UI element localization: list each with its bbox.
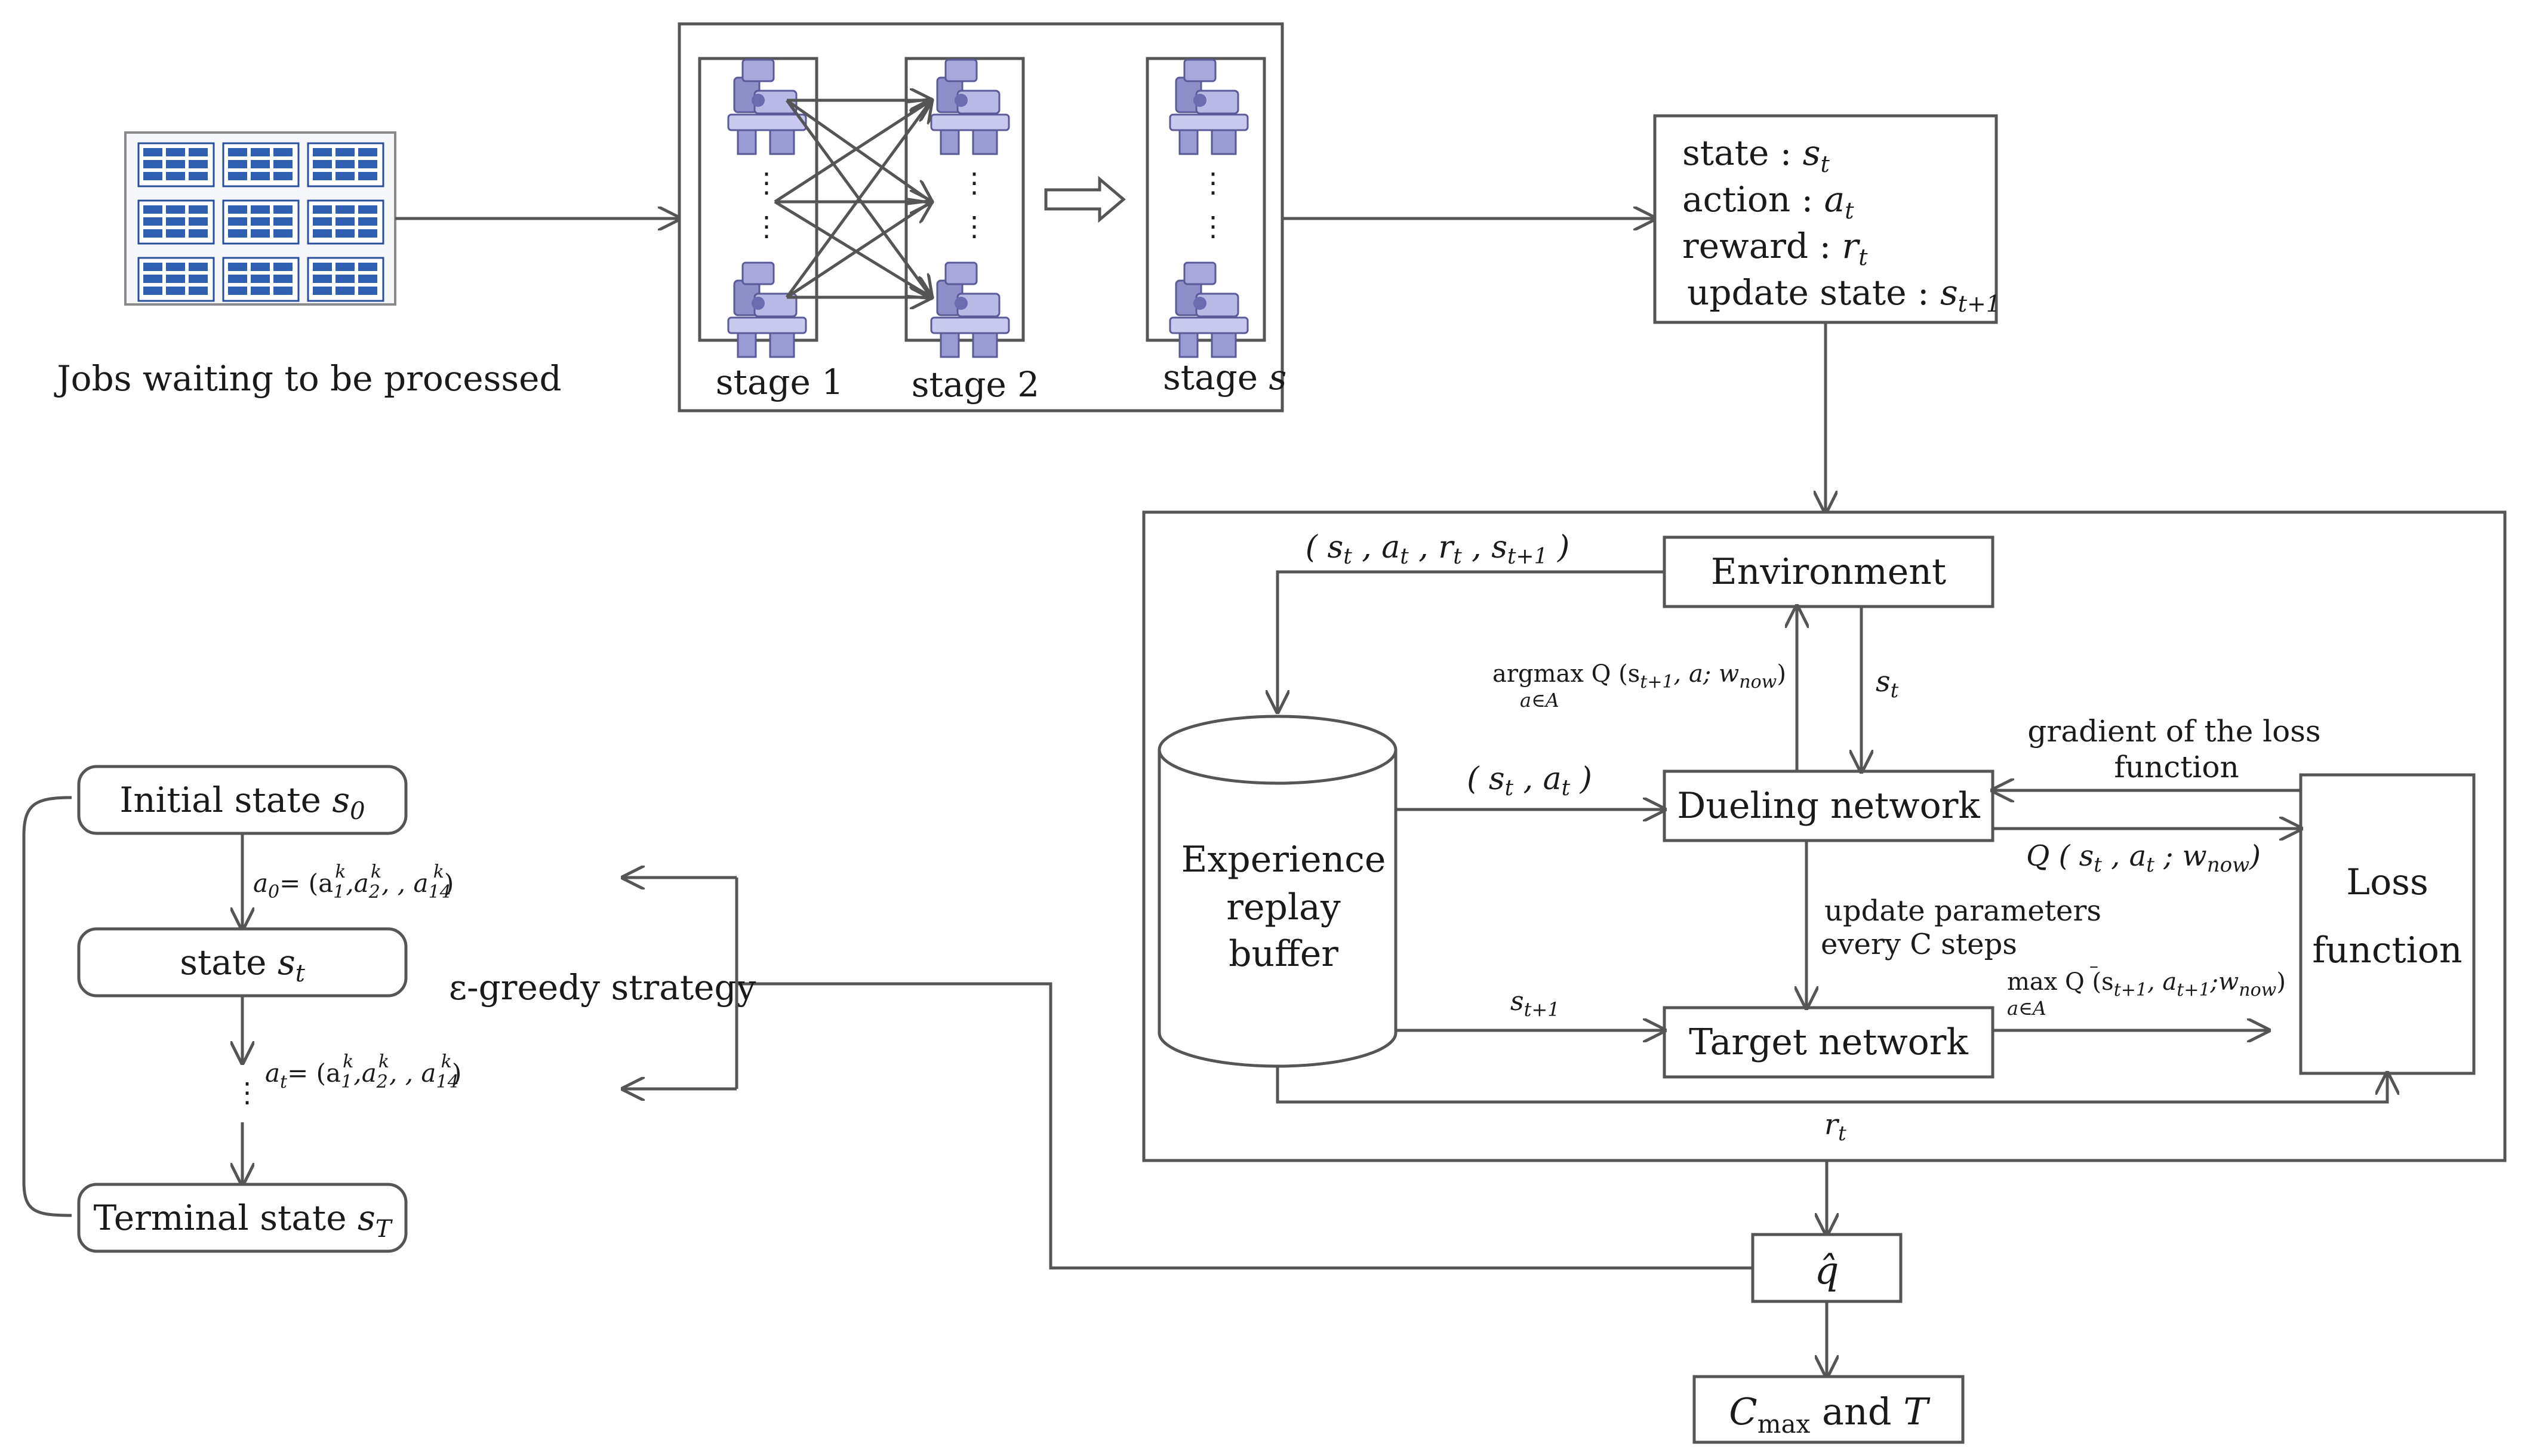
rt-label: rt	[1824, 1108, 1846, 1146]
state-action-label: ( st , at )	[1467, 761, 1592, 801]
stage-2-dots: ⋮	[961, 167, 988, 199]
strategy-label: ε-greedy strategy	[449, 967, 756, 1008]
gradient-label-line1: gradient of the loss	[2027, 714, 2320, 749]
initial-state-label: Initial state s0	[119, 780, 365, 825]
qhat-label: q̂	[1815, 1249, 1839, 1293]
stage-2-label: stage 2	[912, 364, 1039, 405]
jobs-label: Jobs waiting to be processed	[54, 358, 561, 399]
stage-s-dots: ⋮	[1199, 210, 1227, 242]
at-label: at= (a1k,a2k, , a14k)	[265, 1051, 461, 1092]
stage-s-dots: ⋮	[1199, 167, 1227, 199]
mdp-box	[1653, 114, 1998, 324]
buffer-label-line2: replay	[1226, 886, 1341, 928]
terminal-state-label: Terminal state sT	[94, 1198, 393, 1243]
mdp-update-state: update state : st+1	[1687, 272, 2000, 317]
max-label: max Q (st+1, at+1;wnow)	[2007, 968, 2286, 1001]
buffer-label-line1: Experience	[1181, 839, 1386, 881]
hollow-right-arrow-icon	[1044, 176, 1126, 223]
a0-label: a0= (a1k,a2k, , a14k)	[253, 861, 454, 903]
stage-s-label: stage s	[1163, 357, 1286, 398]
terminal-state-box	[77, 1183, 408, 1253]
dueling-network-label: Dueling network	[1677, 785, 1980, 827]
result-label: Cmax and T	[1729, 1390, 1931, 1439]
stage-2-dots: ⋮	[961, 210, 988, 242]
environment-box	[1663, 535, 1994, 608]
mdp-reward: reward : rt	[1682, 226, 1868, 270]
experience-replay-buffer	[1158, 715, 1398, 1068]
state-st-label: state st	[180, 942, 306, 987]
buffer-label-line3: buffer	[1229, 933, 1338, 975]
s-next-label: st+1	[1510, 986, 1560, 1021]
stage-routing-arrows	[774, 100, 931, 297]
loss-function-box	[2299, 773, 2476, 1075]
arrow-qhat-to-strategy	[737, 982, 1753, 1270]
st-label: st	[1876, 665, 1899, 703]
gradient-label-line2: function	[2114, 750, 2239, 784]
arrow-env-to-buffer	[1278, 570, 1664, 712]
loss-label-line2: function	[2312, 929, 2462, 971]
mdp-state: state : st	[1682, 133, 1830, 177]
dueling-network-box	[1663, 769, 1994, 842]
episode-vdots: ⋮	[233, 1076, 261, 1109]
loss-label-line1: Loss	[2346, 861, 2428, 903]
argmax-label: argmax Q (st+1, a; wnow)	[1492, 660, 1786, 692]
jobs-grid-icon	[124, 131, 396, 306]
stage-1-dots: ⋮	[753, 210, 780, 242]
update-params-line1: update parameters	[1824, 894, 2101, 928]
argmax-domain: a∈A	[1520, 689, 1559, 712]
max-domain: a∈A	[2007, 997, 2046, 1020]
stage-1-dots: ⋮	[753, 167, 780, 199]
max-w-bar: –	[2089, 956, 2098, 977]
arrow-buffer-to-loss	[1276, 1066, 2387, 1104]
episode-bracket	[22, 796, 72, 1217]
result-box	[1692, 1375, 1965, 1444]
target-network-label: Target network	[1689, 1021, 1968, 1063]
update-params-line2: every C steps	[1821, 928, 2017, 961]
target-network-box	[1663, 1006, 1994, 1079]
environment-label: Environment	[1711, 551, 1946, 593]
stage-1-label: stage 1	[716, 362, 844, 402]
mdp-action: action : at	[1682, 179, 1854, 224]
